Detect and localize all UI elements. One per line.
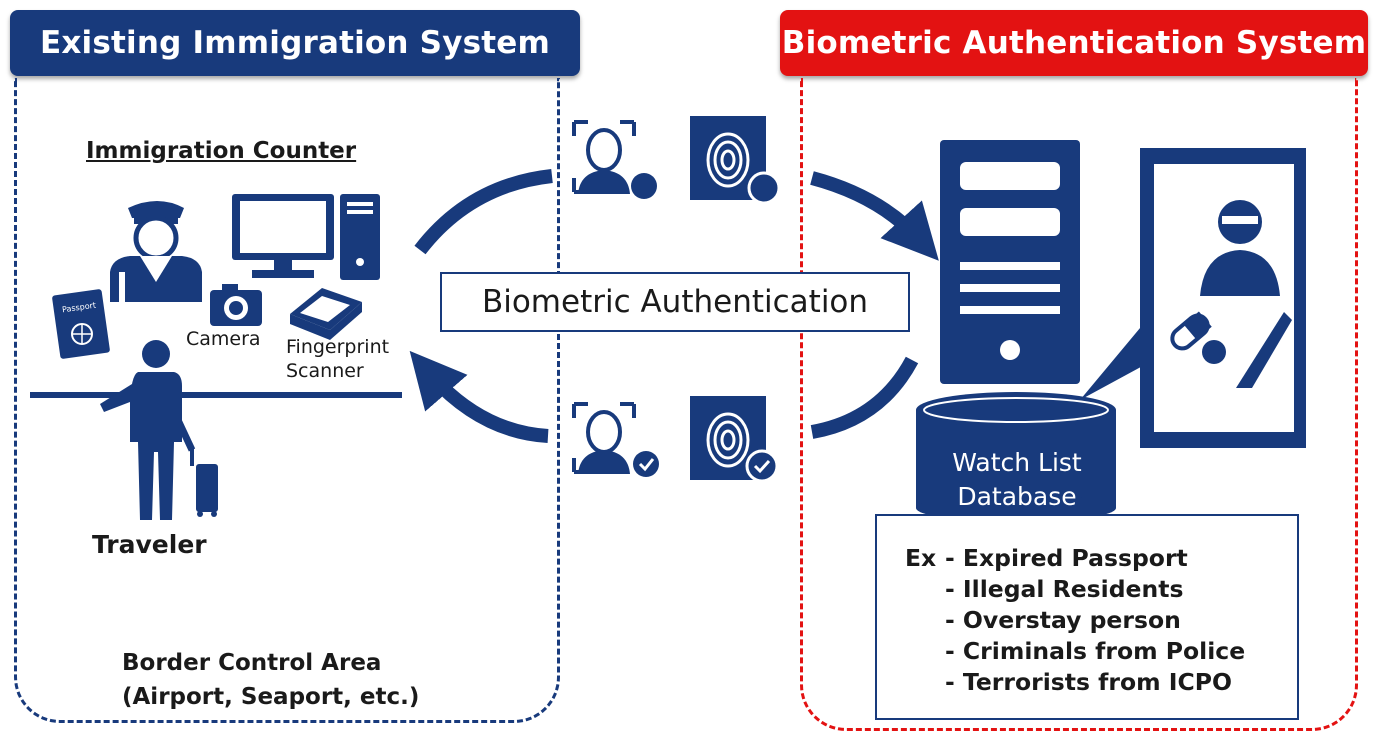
arrow-to-database	[810, 171, 939, 261]
face-scan-icon-top	[572, 120, 657, 199]
camera-icon	[210, 284, 262, 326]
fingerprint-verified-icon	[690, 396, 779, 483]
existing-immigration-header: Existing Immigration System	[10, 10, 580, 76]
counter-line	[30, 392, 402, 398]
fingerprint-label-line1: Fingerprint	[286, 336, 390, 358]
computer-tower-icon	[340, 194, 380, 280]
watch-list-examples-box: Ex - Expired Passport - Illegal Resident…	[875, 514, 1299, 720]
biometric-authentication-label: Biometric Authentication	[440, 272, 910, 332]
server-icon	[940, 140, 1080, 384]
arrow-to-counter	[409, 350, 549, 443]
watch-list-item: - Overstay person	[945, 606, 1181, 634]
traveler-icon	[100, 340, 218, 520]
watch-list-item: - Terrorists from ICPO	[945, 668, 1232, 696]
immigration-counter-title: Immigration Counter	[86, 138, 357, 164]
existing-system-panel	[14, 78, 560, 723]
fingerprint-scanner-device-icon	[290, 288, 362, 340]
passport-icon	[52, 289, 110, 359]
knife-icon	[1236, 312, 1292, 388]
pill-icon	[1170, 311, 1212, 351]
watch-list-item: - Expired Passport	[945, 544, 1188, 572]
traveler-label: Traveler	[92, 530, 207, 559]
border-control-area-examples: (Airport, Seaport, etc.)	[122, 684, 420, 710]
arrow-to-auth-top	[414, 169, 553, 255]
face-verified-icon	[572, 402, 659, 477]
watch-list-prefix: Ex	[905, 544, 937, 572]
database-icon	[916, 392, 1116, 522]
officer-icon	[110, 201, 202, 302]
border-control-area-label: Border Control Area	[122, 650, 382, 676]
tablet-suspect-icon	[1080, 148, 1306, 448]
watch-list-db-line1: Watch List	[952, 448, 1082, 477]
watch-list-item: - Illegal Residents	[945, 575, 1184, 603]
monitor-icon	[232, 194, 334, 278]
fingerprint-icon-top	[690, 116, 781, 205]
camera-label: Camera	[186, 328, 261, 350]
watch-list-item: - Criminals from Police	[945, 637, 1246, 665]
watch-list-db-line2: Database	[957, 482, 1077, 511]
biometric-system-panel	[800, 78, 1358, 731]
fingerprint-label-line2: Scanner	[286, 360, 364, 382]
biometric-authentication-header: Biometric Authentication System	[780, 10, 1368, 76]
arrow-from-database	[810, 356, 919, 439]
